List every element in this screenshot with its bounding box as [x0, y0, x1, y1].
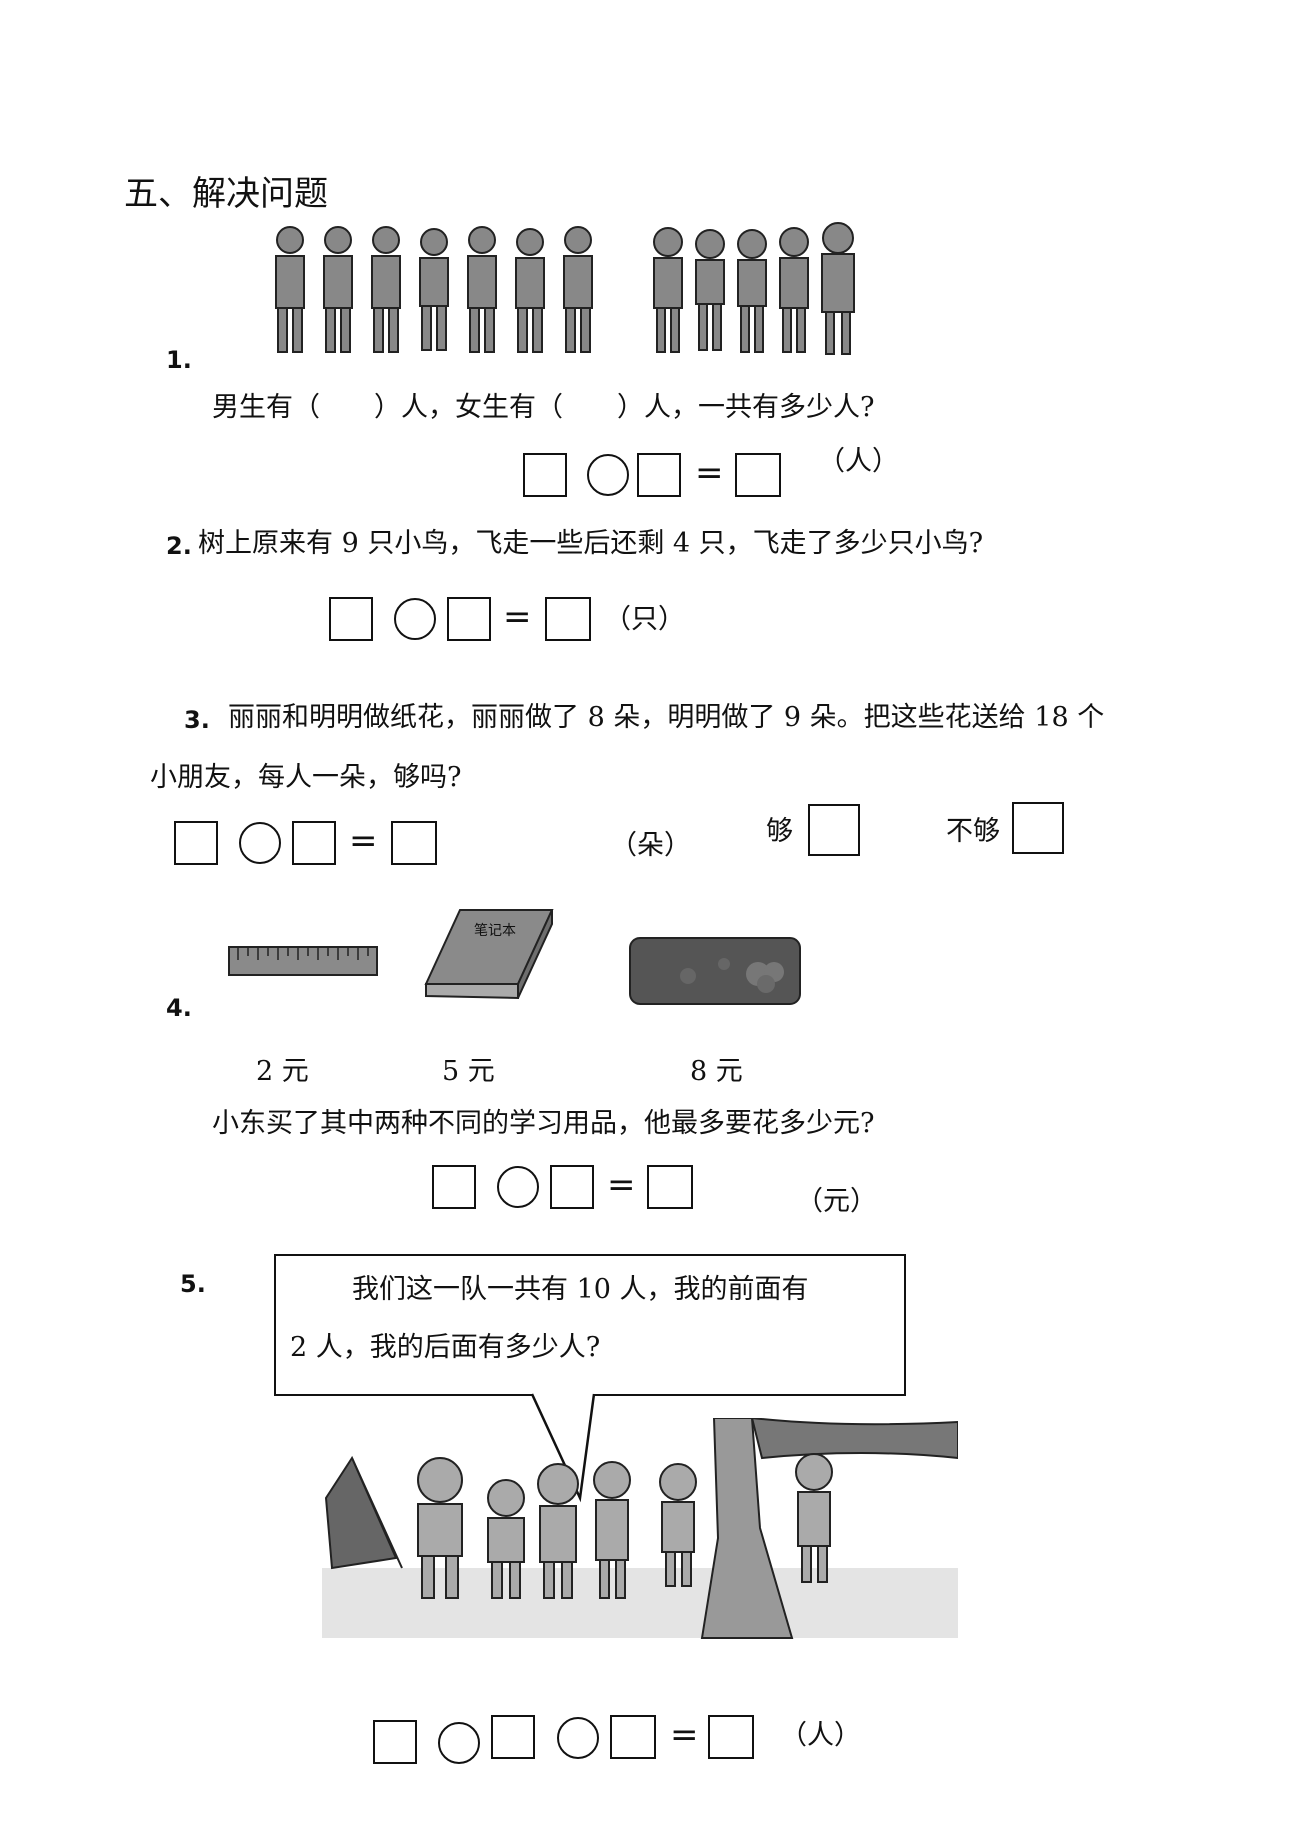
problem-4-number: 4.	[166, 994, 192, 1022]
operator-circle[interactable]	[557, 1717, 599, 1759]
answer-box[interactable]	[391, 821, 437, 865]
answer-box[interactable]	[647, 1165, 693, 1209]
section-heading: 五、解决问题	[124, 174, 328, 214]
enough-label: 够	[766, 816, 793, 847]
problem-5-number: 5.	[180, 1270, 206, 1298]
boy-figure	[467, 226, 497, 353]
answer-box[interactable]	[708, 1715, 754, 1759]
child-figure	[537, 1463, 579, 1599]
equals-sign: =	[503, 597, 532, 637]
answer-box[interactable]	[329, 597, 373, 641]
pencil-case-illustration	[629, 937, 801, 1005]
girl-figure	[653, 227, 683, 353]
operator-circle[interactable]	[239, 822, 281, 864]
pencil-case-price: 8 元	[690, 1056, 743, 1087]
problem-1-unit: （人）	[818, 446, 899, 477]
notebook-cover-label: 笔记本	[474, 923, 516, 939]
equals-sign: =	[695, 453, 724, 493]
problem-4-question: 小东买了其中两种不同的学习用品，他最多要花多少元?	[212, 1108, 875, 1139]
tree	[700, 1418, 958, 1639]
answer-box[interactable]	[447, 597, 491, 641]
boy-figure	[419, 228, 449, 351]
problem-1-number: 1.	[166, 346, 192, 374]
flag	[324, 1455, 403, 1570]
operator-circle[interactable]	[587, 454, 629, 496]
children-queue-illustration	[322, 1418, 958, 1639]
ruler-price: 2 元	[256, 1056, 309, 1087]
answer-box[interactable]	[292, 821, 336, 865]
problem-3-number: 3.	[184, 706, 210, 734]
notebook-price: 5 元	[442, 1056, 495, 1087]
child-figure	[487, 1479, 525, 1599]
answer-box[interactable]	[523, 453, 567, 497]
boy-figure	[515, 228, 545, 353]
problem-5-unit: （人）	[780, 1720, 861, 1751]
speech-bubble-tail	[530, 1392, 596, 1503]
problem-3-question-line1: 丽丽和明明做纸花，丽丽做了 8 朵，明明做了 9 朵。把这些花送给 18 个	[228, 702, 1105, 733]
answer-box[interactable]	[550, 1165, 594, 1209]
problem-3-unit: （朵）	[610, 830, 691, 861]
girl-figure	[821, 222, 855, 355]
girl-figure	[779, 227, 809, 353]
equals-sign: =	[349, 821, 378, 861]
answer-box[interactable]	[610, 1715, 656, 1759]
boy-figure	[563, 226, 593, 353]
girls-illustration	[653, 222, 855, 355]
girl-figure	[737, 229, 767, 353]
operator-circle[interactable]	[438, 1722, 480, 1764]
problem-2-question: 树上原来有 9 只小鸟，飞走一些后还剩 4 只，飞走了多少只小鸟?	[198, 528, 984, 559]
ruler-illustration	[228, 946, 378, 976]
answer-box[interactable]	[735, 453, 781, 497]
child-figure	[659, 1463, 697, 1587]
equals-sign: =	[670, 1715, 699, 1755]
problem-4-unit: （元）	[796, 1186, 877, 1217]
problem-2-unit: （只）	[604, 604, 685, 635]
boy-figure	[323, 226, 353, 353]
speech-line-1: 我们这一队一共有 10 人，我的前面有	[352, 1274, 809, 1305]
not-enough-checkbox[interactable]	[1012, 802, 1064, 854]
answer-box[interactable]	[174, 821, 218, 865]
child-figure	[417, 1457, 463, 1599]
problem-2-number: 2.	[166, 532, 192, 560]
girl-figure	[695, 229, 725, 351]
enough-checkbox[interactable]	[808, 804, 860, 856]
answer-box[interactable]	[432, 1165, 476, 1209]
operator-circle[interactable]	[497, 1166, 539, 1208]
answer-box[interactable]	[637, 453, 681, 497]
problem-1-question: 男生有（ ）人，女生有（ ）人，一共有多少人?	[212, 392, 875, 423]
speech-line-2: 2 人，我的后面有多少人?	[290, 1332, 601, 1363]
boys-illustration	[275, 226, 593, 353]
not-enough-label: 不够	[946, 816, 1000, 847]
child-figure	[795, 1453, 833, 1583]
boy-figure	[371, 226, 401, 353]
answer-box[interactable]	[545, 597, 591, 641]
problem-3-question-line2: 小朋友，每人一朵，够吗?	[150, 762, 462, 793]
equals-sign: =	[607, 1165, 636, 1205]
notebook-illustration	[424, 909, 554, 1000]
boy-figure	[275, 226, 305, 353]
answer-box[interactable]	[491, 1715, 535, 1759]
operator-circle[interactable]	[394, 598, 436, 640]
child-figure	[593, 1461, 631, 1599]
answer-box[interactable]	[373, 1720, 417, 1764]
